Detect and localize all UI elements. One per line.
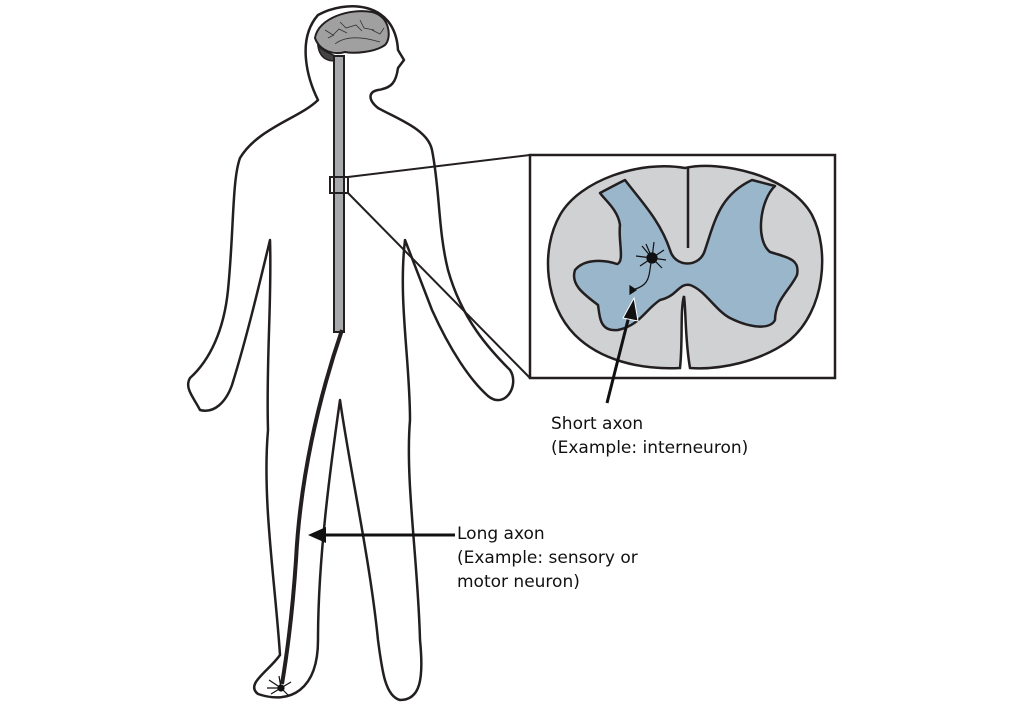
- interneuron: [629, 241, 667, 296]
- short-axon-arrow-shaft: [605, 311, 632, 404]
- short-axon-example: (Example: interneuron): [551, 438, 749, 458]
- brain-folds: [324, 19, 385, 45]
- long-axon-label: Long axon (Example: sensory or motor neu…: [457, 522, 638, 594]
- long-axon-title: Long axon: [457, 524, 545, 544]
- short-axon-arrowhead: [622, 296, 639, 322]
- brain: [313, 10, 390, 55]
- long-axon-arrowhead: [308, 527, 326, 543]
- connector-top: [347, 154, 531, 178]
- long-axon: [280, 329, 344, 685]
- body-outline: [186, 5, 515, 702]
- connector-bottom: [347, 192, 531, 379]
- long-axon-example-2: motor neuron): [457, 572, 580, 592]
- short-axon-title: Short axon: [551, 414, 644, 434]
- sensory-ending: [267, 675, 292, 697]
- short-axon-label: Short axon (Example: interneuron): [551, 412, 748, 460]
- long-axon-example-1: (Example: sensory or: [457, 548, 638, 568]
- section-marker: [329, 176, 349, 194]
